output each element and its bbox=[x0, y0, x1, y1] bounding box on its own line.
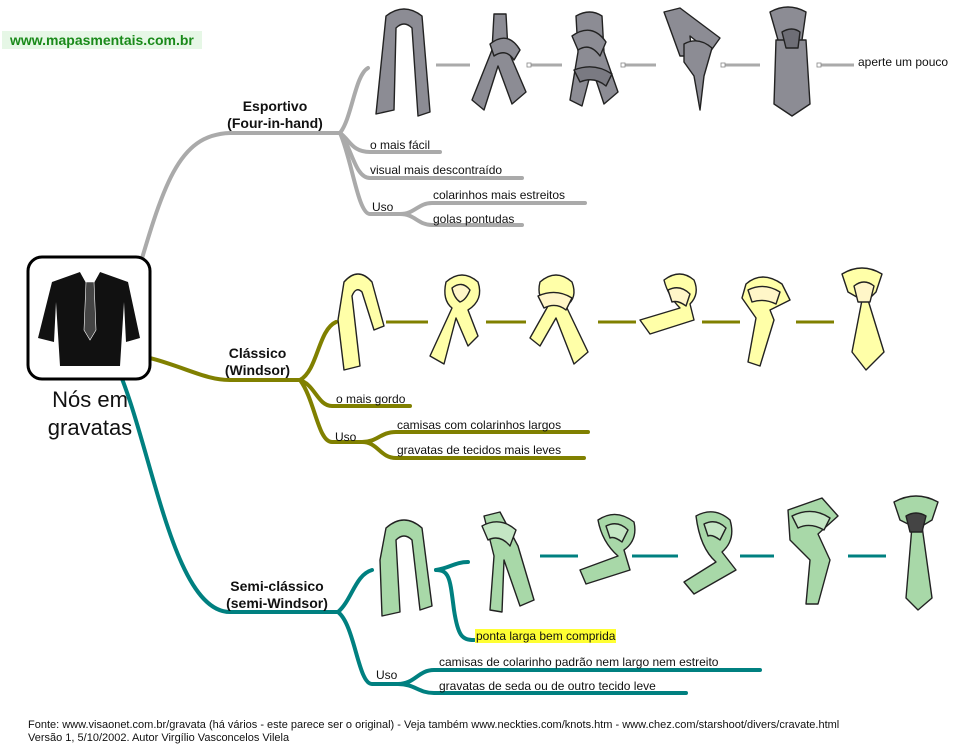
windsor-step-4-tie-icon bbox=[639, 273, 697, 335]
branch-half-windsor-lines bbox=[110, 354, 762, 695]
four-in-hand-item-1: o mais fácil bbox=[370, 138, 431, 152]
footer-source-line: Fonte: www.visaonet.com.br/gravata (há v… bbox=[28, 719, 840, 731]
half-windsor-uso-item-1: camisas de colarinho padrão nem largo ne… bbox=[439, 655, 719, 669]
windsor-uso-item-2: gravatas de tecidos mais leves bbox=[397, 443, 562, 457]
branch-windsor-title-line1: Clássico bbox=[228, 345, 287, 361]
windsor-uso-item-1: camisas com colarinhos largos bbox=[397, 418, 562, 432]
half-windsor-step-2-tie-icon bbox=[481, 511, 535, 613]
four-in-hand-item-2: visual mais descontraído bbox=[370, 163, 503, 177]
four-in-hand-uso-item-1: colarinhos mais estreitos bbox=[433, 188, 566, 202]
windsor-step-6-tie-icon bbox=[841, 267, 885, 371]
footer-version-line: Versão 1, 5/10/2002. Autor Virgílio Vasc… bbox=[28, 732, 290, 744]
branch-half-windsor-title-line1: Semi-clássico bbox=[230, 578, 324, 594]
half-windsor-step-6-tie-icon bbox=[893, 495, 939, 611]
four-in-hand-final-note: aperte um pouco bbox=[858, 55, 949, 69]
central-topic-line1: Nós em bbox=[52, 387, 128, 412]
half-windsor-step-3-tie-icon bbox=[579, 513, 636, 585]
four-in-hand-step-2-tie-icon bbox=[471, 13, 527, 111]
four-in-hand-step-3-tie-icon bbox=[569, 11, 619, 107]
four-in-hand-uso-item-2: golas pontudas bbox=[433, 212, 515, 226]
windsor-item-1: o mais gordo bbox=[336, 392, 406, 406]
windsor-step-3-tie-icon bbox=[529, 274, 589, 365]
four-in-hand-step-4-tie-icon bbox=[663, 7, 721, 111]
half-windsor-uso-item-2: gravatas de seda ou de outro tecido leve bbox=[439, 679, 656, 693]
windsor-step-2-tie-icon bbox=[429, 274, 481, 365]
half-windsor-highlight-note: ponta larga bem comprida bbox=[475, 629, 617, 643]
suit-icon bbox=[26, 255, 152, 381]
branch-half-windsor-title-line2: (semi-Windsor) bbox=[226, 595, 328, 611]
four-in-hand-step-dots bbox=[526, 62, 822, 68]
half-windsor-highlight-text: ponta larga bem comprida bbox=[475, 629, 617, 643]
branch-four-in-hand-title-line2: (Four-in-hand) bbox=[227, 115, 323, 131]
branch-windsor-title-line2: (Windsor) bbox=[224, 362, 291, 378]
four-in-hand-uso-label: Uso bbox=[372, 200, 394, 214]
branch-windsor-lines bbox=[113, 320, 590, 460]
four-in-hand-step-5-tie-icon bbox=[769, 6, 811, 117]
half-windsor-uso-label: Uso bbox=[376, 668, 398, 682]
four-in-hand-step-1-tie-icon bbox=[375, 8, 431, 117]
windsor-step-5-tie-icon bbox=[741, 276, 791, 367]
windsor-uso-label: Uso bbox=[335, 430, 357, 444]
windsor-step-1-tie-icon bbox=[337, 273, 385, 371]
half-windsor-step-5-tie-icon bbox=[787, 497, 839, 605]
half-windsor-step-1-tie-icon bbox=[379, 519, 433, 617]
branch-four-in-hand-title-line1: Esportivo bbox=[242, 98, 308, 114]
half-windsor-step-4-tie-icon bbox=[683, 511, 737, 595]
site-url-label[interactable]: www.mapasmentais.com.br bbox=[2, 31, 202, 49]
central-topic-line2: gravatas bbox=[47, 415, 133, 440]
